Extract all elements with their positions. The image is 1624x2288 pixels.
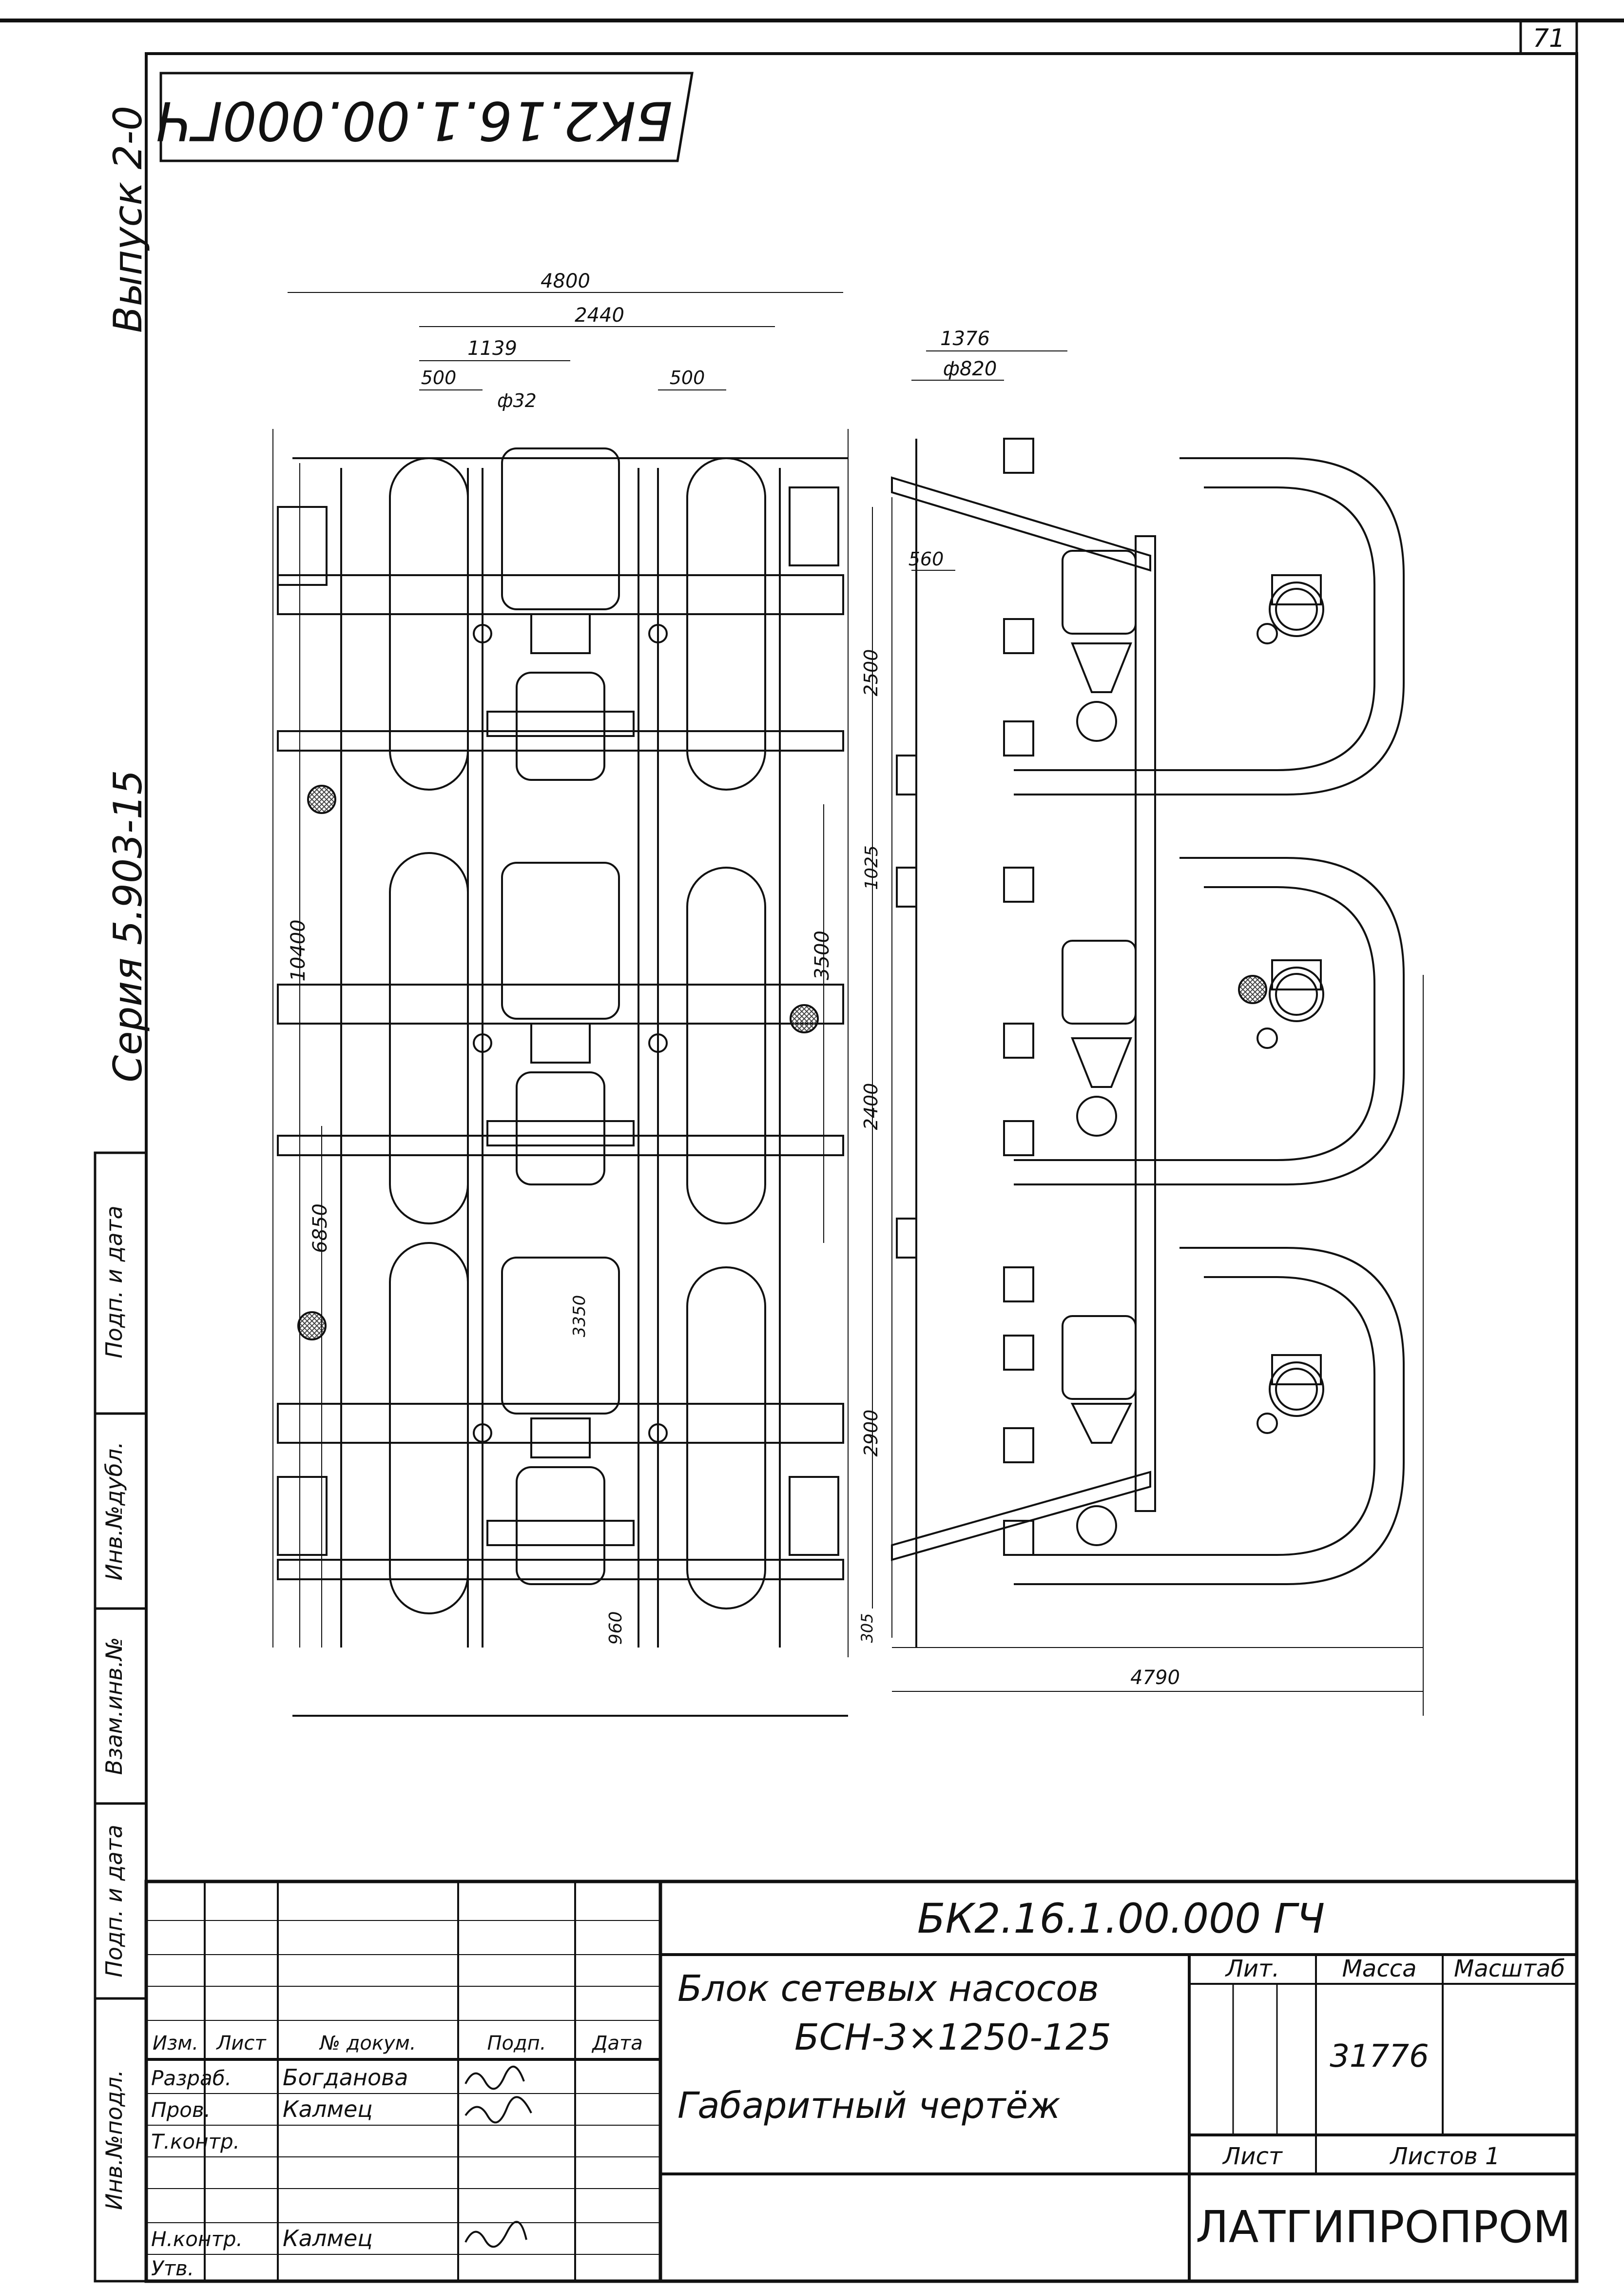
mass-label: Масса <box>1342 1955 1416 1982</box>
issue-label: Выпуск 2-0 <box>105 106 151 333</box>
title-line-1: Блок сетевых насосов <box>677 1968 1099 2010</box>
title-line-3: Габаритный чертёж <box>677 2085 1061 2127</box>
row-role-1: Разраб. <box>151 2066 232 2090</box>
plan-dim-6: 500 <box>670 367 705 388</box>
row-role-2: Пров. <box>151 2098 211 2122</box>
side-dim-7: 2900 <box>860 1410 882 1457</box>
title-block-grid <box>144 1880 1579 2283</box>
title-line-2: БСН-3×1250-125 <box>794 2017 1111 2058</box>
sheet-label: Лист <box>1222 2143 1283 2170</box>
side-dim-4: 2500 <box>860 649 882 697</box>
side-stamp <box>94 1151 148 2283</box>
side-dim-2: ф820 <box>943 358 997 380</box>
designation: БК2.16.1.00.000 ГЧ <box>917 1895 1325 1942</box>
plan-dim-5: ф32 <box>497 390 537 411</box>
plan-dim-4: 500 <box>421 367 457 388</box>
stamp-cell-2: Подп. и дата <box>101 1824 127 1977</box>
scale-label: Масштаб <box>1454 1955 1565 1982</box>
page-number: 71 <box>1533 24 1565 53</box>
col-header-date: Дата <box>591 2032 643 2055</box>
organization: ЛАТГИПРОПРОМ <box>1196 2202 1571 2253</box>
row-name-2: Калмец <box>283 2096 373 2122</box>
signatures <box>464 2065 532 2248</box>
row-role-3: Т.контр. <box>151 2130 240 2153</box>
row-name-5: Калмец <box>283 2225 373 2251</box>
col-header-sign: Подп. <box>487 2032 546 2055</box>
side-dim-1: 1376 <box>940 328 990 350</box>
doc-code-rotated: БК2.16.1.00.000ГЧ <box>156 90 673 152</box>
doc-code-box: БК2.16.1.00.000ГЧ <box>156 72 694 162</box>
sheets-label: Листов 1 <box>1389 2143 1500 2170</box>
mass-value: 31776 <box>1330 2038 1429 2075</box>
side-dim-8: 4790 <box>1130 1667 1180 1689</box>
side-dim-5: 1025 <box>862 845 882 890</box>
side-dim-9: 305 <box>858 1613 876 1643</box>
stamp-cell-5: Подп. и дата <box>101 1205 127 1358</box>
plan-dim-11: 3350 <box>570 1295 589 1338</box>
row-role-6: Утв. <box>151 2256 194 2280</box>
side-view <box>872 350 1424 1716</box>
plan-dim-2: 2440 <box>575 304 624 327</box>
col-header-izm: Изм. <box>153 2032 198 2055</box>
col-header-doc: № докум. <box>319 2032 416 2055</box>
stamp-cell-3: Взам.инв.№ <box>101 1637 127 1775</box>
plan-dim-1: 4800 <box>541 270 590 292</box>
row-name-1: Богданова <box>283 2064 408 2091</box>
side-dim-6: 2400 <box>860 1083 882 1130</box>
stamp-cell-1: Инв.№подл. <box>101 2070 127 2210</box>
plan-dim-3: 1139 <box>467 337 517 360</box>
plan-dim-8: 6850 <box>309 1203 331 1253</box>
side-dim-3: 560 <box>909 548 944 570</box>
plan-view <box>272 292 849 1717</box>
series-label: Серия 5.903-15 <box>105 770 151 1082</box>
stamp-cell-4: Инв.№дубл. <box>101 1441 127 1580</box>
col-header-list: Лист <box>215 2032 267 2055</box>
lit-label: Лит. <box>1225 1955 1280 1982</box>
plan-dim-7: 10400 <box>287 919 309 981</box>
row-role-5: Н.контр. <box>151 2227 243 2251</box>
plan-dim-10: 960 <box>606 1611 626 1645</box>
plan-dim-9: 3500 <box>811 931 833 980</box>
